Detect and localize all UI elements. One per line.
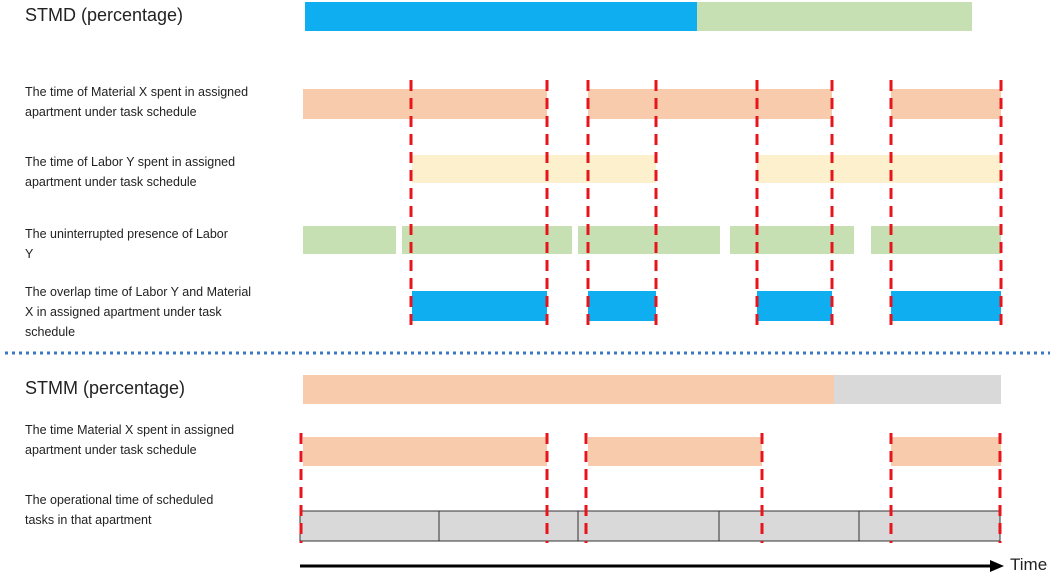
time-axis-label: Time	[1010, 555, 1048, 574]
stmd-presence-bar	[730, 226, 854, 254]
stmd-labor-bar	[757, 155, 1001, 183]
stmd-row-material-label: The time of Material X spent in assigned…	[25, 85, 249, 119]
stmm-bar-gray	[834, 375, 1001, 404]
stmm-operational-box	[438, 510, 579, 542]
stmd-presence-bar	[871, 226, 1001, 254]
stmd-labor-bar	[412, 155, 656, 183]
stmd-presence-bar	[578, 226, 720, 254]
stmm-material-bar	[891, 437, 1001, 466]
stmm-material-bar	[303, 437, 547, 466]
stmm-operational-box	[299, 510, 440, 542]
stmd-presence-bar	[402, 226, 572, 254]
stmm-bar-peach	[303, 375, 834, 404]
stmd-overlap-bar	[412, 291, 547, 321]
stmd-bar-blue	[305, 2, 697, 31]
stmm-operational-box	[718, 510, 860, 542]
stmd-dashed-lines	[409, 80, 1003, 325]
stmd-title: STMD (percentage)	[25, 5, 184, 25]
stmm-row-material-label: The time Material X spent in assigned ap…	[25, 423, 235, 457]
stmm-material-bar	[588, 437, 762, 466]
stmd-row-labor-label: The time of Labor Y spent in assigned ap…	[25, 155, 236, 189]
stmd-material-bar	[588, 89, 832, 119]
stmd-material-bar	[891, 89, 1001, 119]
stmd-overlap-bar	[588, 291, 656, 321]
stmd-presence-bar	[303, 226, 396, 254]
stmm-title: STMM (percentage)	[25, 378, 186, 398]
stmd-material-bar	[303, 89, 547, 119]
stmd-overlap-bar	[891, 291, 1001, 321]
stmd-row-presence-label: The uninterrupted presence of Labor Y	[25, 227, 228, 261]
stmm-operational-box	[858, 510, 1001, 542]
time-axis-arrowhead	[990, 560, 1004, 572]
stmd-overlap-bar	[757, 291, 832, 321]
stmm-dashed-lines	[299, 433, 1002, 543]
stmd-bar-green	[697, 2, 972, 31]
stmd-row-overlap-label: The overlap time of Labor Y and Material…	[25, 285, 252, 339]
stmm-operational-box	[577, 510, 720, 542]
stmm-row-operational-label: The operational time of scheduled tasks …	[25, 493, 214, 527]
stmm-operational-boxes	[299, 510, 1001, 542]
